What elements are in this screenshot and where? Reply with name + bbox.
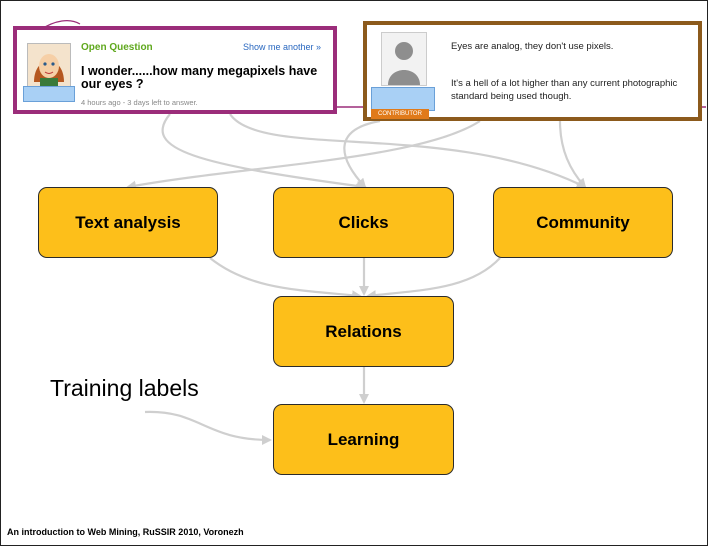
user-avatar xyxy=(27,43,71,89)
question-meta: 4 hours ago - 3 days left to answer. xyxy=(81,98,198,107)
node-clicks: Clicks xyxy=(273,187,454,258)
contributor-avatar-icon xyxy=(381,32,427,86)
question-title: I wonder......how many megapixels have o… xyxy=(81,64,318,91)
node-text-analysis: Text analysis xyxy=(38,187,218,258)
arrow-text-to-relations xyxy=(209,257,362,301)
arrow-answer-to-text xyxy=(126,120,481,191)
node-community: Community xyxy=(493,187,673,258)
answer-line-2: It's a hell of a lot higher than any cur… xyxy=(451,78,678,102)
contributor-badge: CONTRIBUTOR xyxy=(371,109,429,119)
slide-footer: An introduction to Web Mining, RuSSIR 20… xyxy=(7,527,244,537)
node-learning: Learning xyxy=(273,404,454,475)
arrow-answer-to-community xyxy=(558,120,587,189)
arrow-answer-to-clicks xyxy=(343,119,381,189)
arrow-question-to-community xyxy=(229,113,587,188)
arrow-community-to-relations xyxy=(366,257,501,301)
arrow-training-to-learning xyxy=(144,410,272,445)
redacted-username-box xyxy=(23,86,75,102)
node-relations: Relations xyxy=(273,296,454,367)
question-tag: Open Question xyxy=(81,42,153,53)
answer-line-1: Eyes are analog, they don't use pixels. xyxy=(451,41,614,52)
training-labels-text: Training labels xyxy=(50,375,199,401)
arrow-question-to-clicks xyxy=(161,113,367,191)
question-card: Open Question Show me another » I wonder… xyxy=(13,26,337,114)
redacted-contributor-box xyxy=(371,87,435,111)
show-another-link[interactable]: Show me another » xyxy=(242,42,321,52)
answer-card: Eyes are analog, they don't use pixels. … xyxy=(363,21,702,121)
